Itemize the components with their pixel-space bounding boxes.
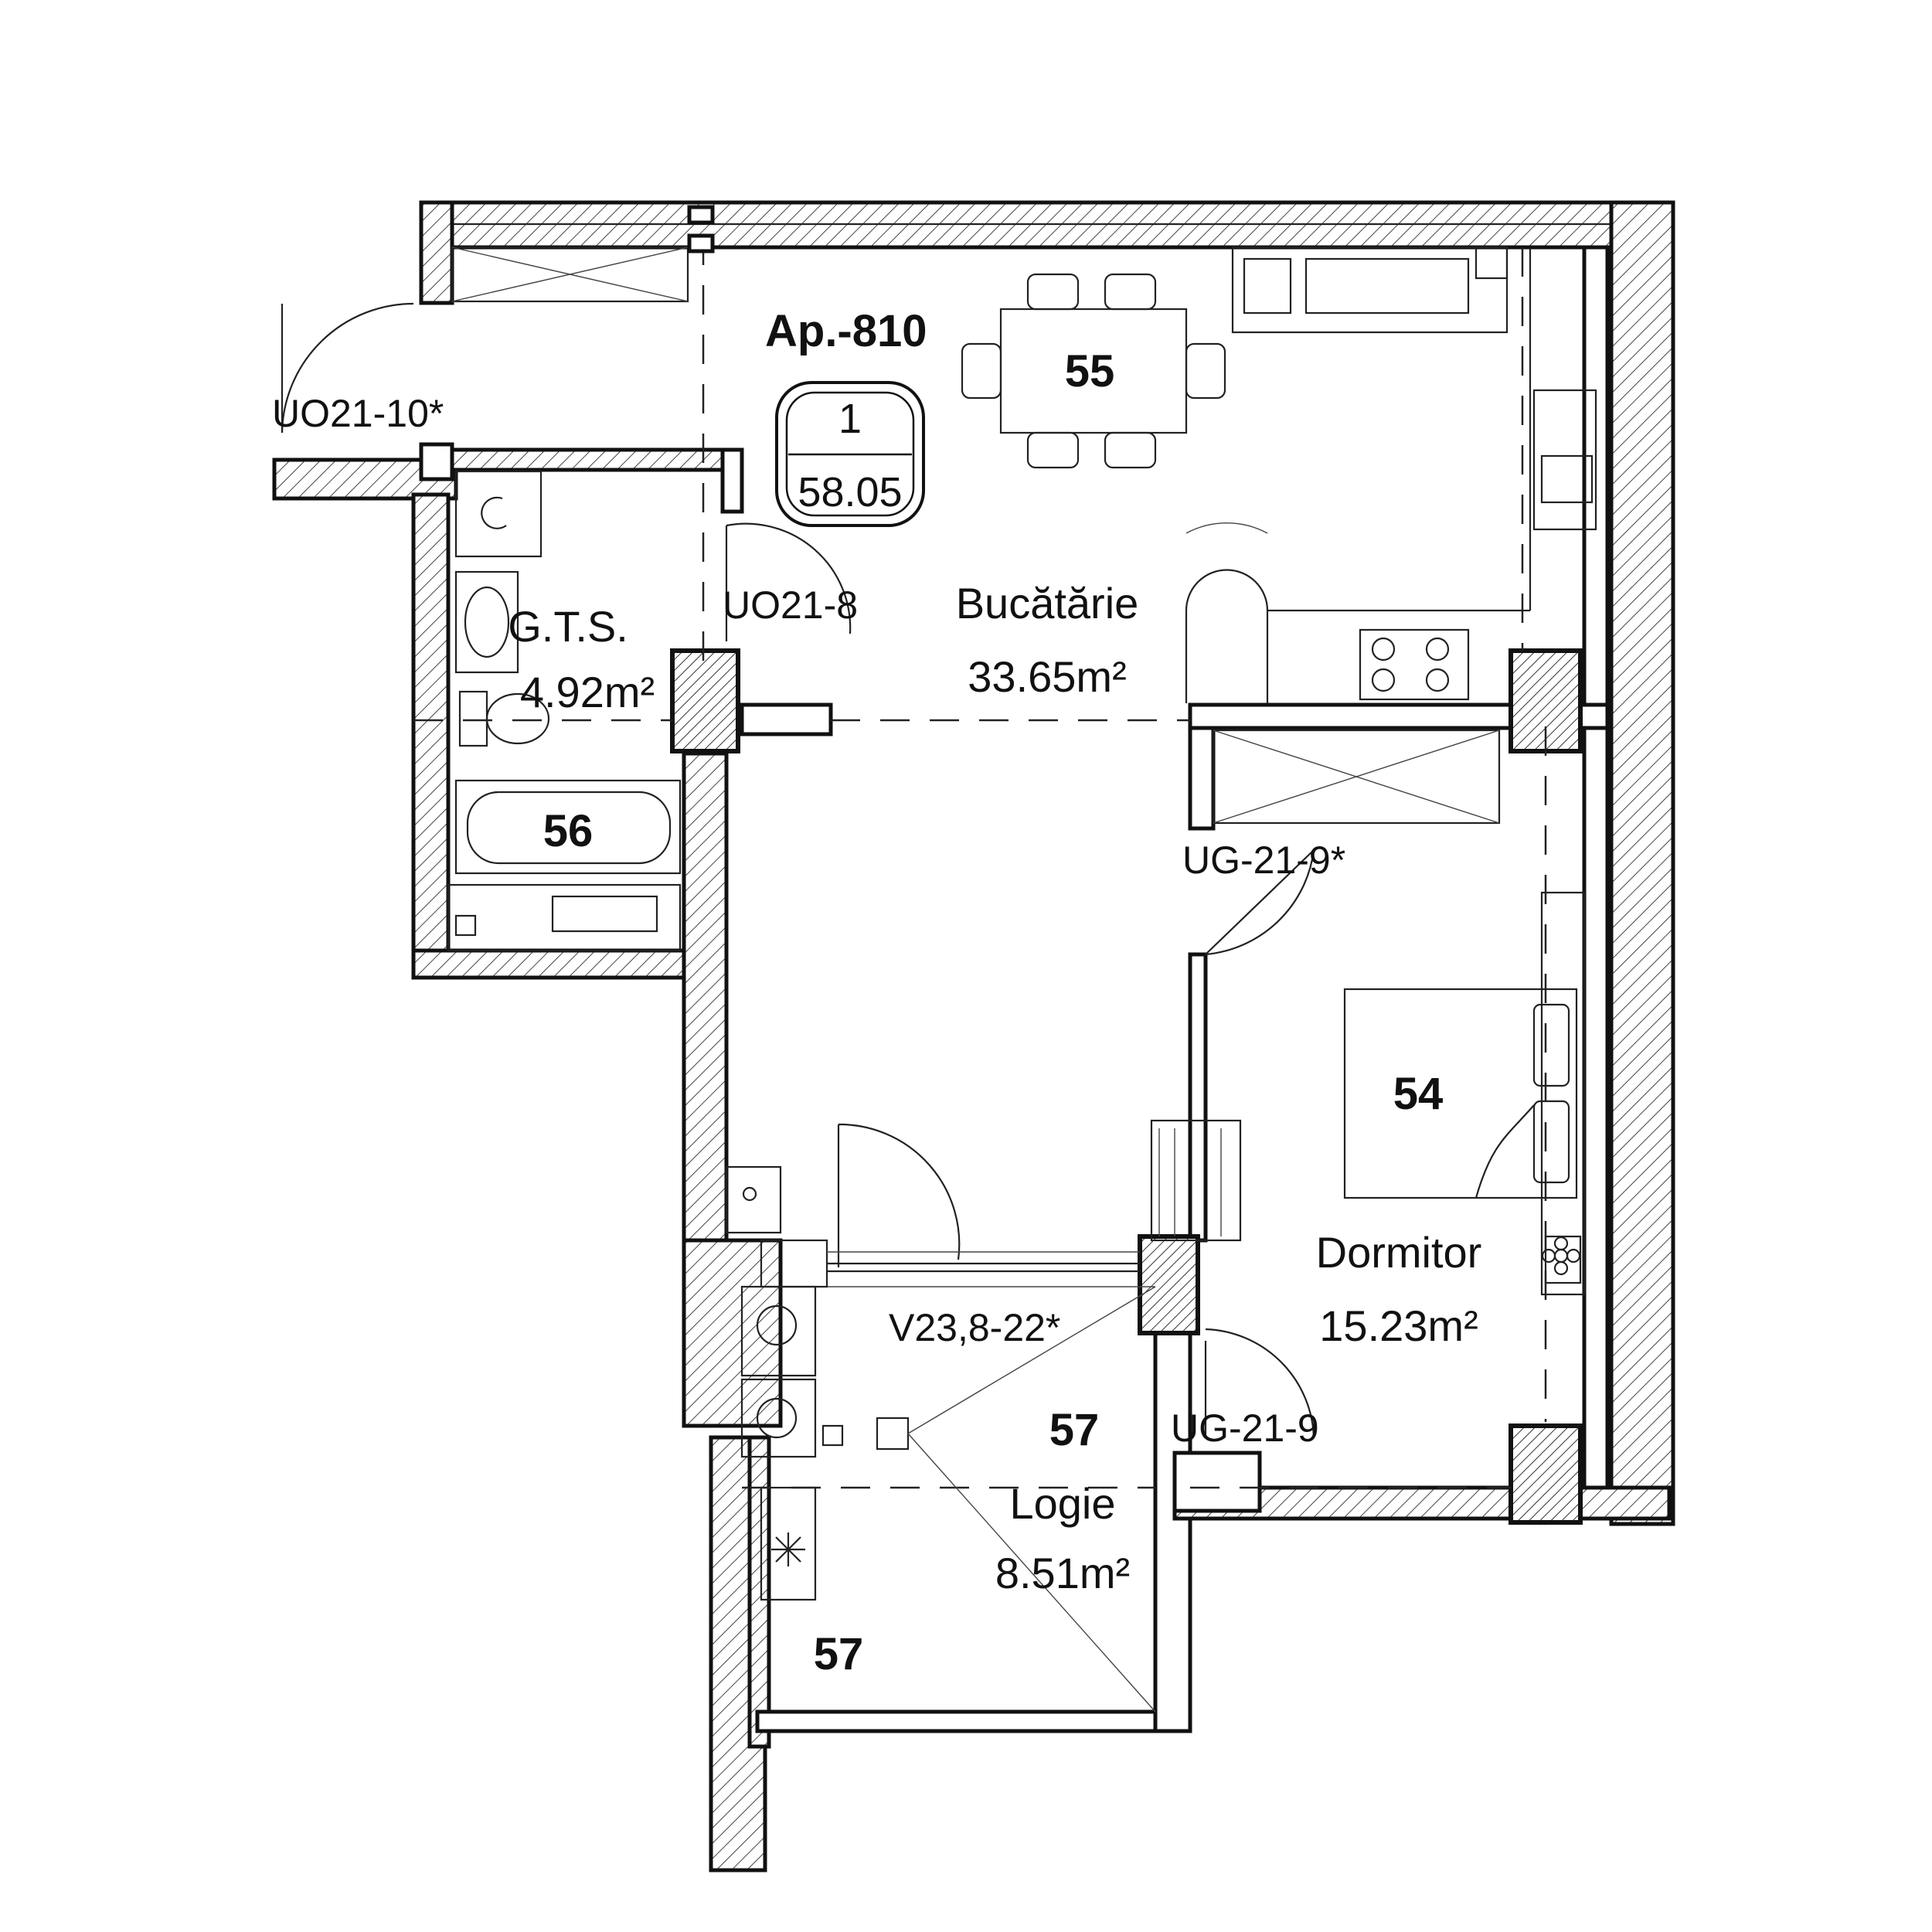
bedroom-area: 15.23m² xyxy=(1319,1301,1478,1350)
bedroom-door-top[interactable] xyxy=(1205,849,1315,956)
door-label-bath: UO21-8 xyxy=(723,583,858,627)
bathroom-number: 56 xyxy=(543,806,594,856)
entry-door[interactable] xyxy=(281,302,414,434)
bedroom-door-bottom[interactable] xyxy=(1204,1328,1315,1438)
door-label-bedroom-top: UG-21-9* xyxy=(1182,838,1345,882)
plant-icon xyxy=(1541,1236,1581,1276)
room-boundaries xyxy=(413,236,1547,1489)
corridor-door[interactable] xyxy=(837,1123,961,1267)
loggia-number-2: 57 xyxy=(814,1629,864,1679)
window-label: V23,8-22* xyxy=(889,1306,1060,1349)
bathroom-fixtures xyxy=(447,470,682,952)
apartment-title: Ap.-810 xyxy=(765,306,927,356)
wardrobe xyxy=(1212,729,1501,825)
loggia-name: Logie xyxy=(1009,1479,1115,1528)
walls xyxy=(272,200,1675,1872)
entry-area xyxy=(451,205,715,303)
area-badge xyxy=(775,381,925,527)
bed xyxy=(1343,891,1586,1296)
snowflake-icon xyxy=(771,1532,805,1566)
door-label-entry: UO21-10* xyxy=(272,392,444,435)
kitchen-number: 55 xyxy=(1065,346,1115,396)
loggia-area: 8.51m² xyxy=(995,1549,1130,1597)
badge-total-area: 58.05 xyxy=(798,469,902,515)
dining-table xyxy=(961,273,1226,469)
bathroom-name: G.T.S. xyxy=(508,602,628,651)
loggia-number: 57 xyxy=(1049,1405,1100,1455)
bathroom-area: 4.92m² xyxy=(520,668,655,716)
loggia-window xyxy=(827,1262,1140,1273)
badge-top-number: 1 xyxy=(838,396,862,442)
door-label-bedroom-bottom: UG-21-9 xyxy=(1171,1406,1319,1450)
bathroom-door[interactable] xyxy=(725,522,852,641)
kitchen-name: Bucătărie xyxy=(956,579,1139,628)
bedroom-radiator xyxy=(1150,1119,1242,1242)
loggia-fixtures xyxy=(725,1165,1156,1713)
kitchen-counter xyxy=(1185,246,1597,703)
kitchen-area: 33.65m² xyxy=(968,652,1126,701)
bedroom-name: Dormitor xyxy=(1316,1228,1482,1277)
bedroom-number: 54 xyxy=(1393,1069,1444,1119)
